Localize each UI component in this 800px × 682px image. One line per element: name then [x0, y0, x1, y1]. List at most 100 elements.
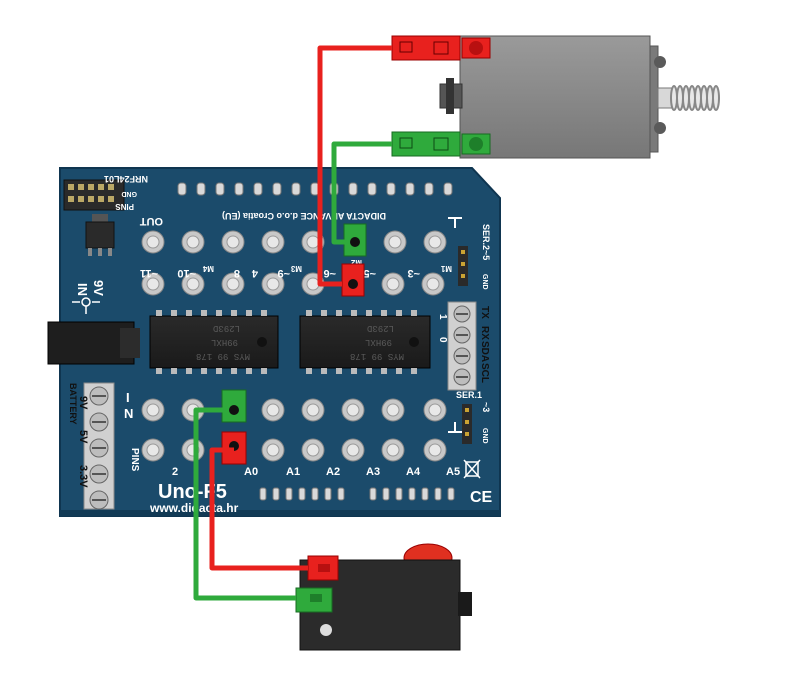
analog-pin-label: A4 [406, 466, 421, 478]
header-pin [259, 487, 267, 501]
chip1-line2: 99HXL [211, 337, 238, 347]
out-pin-label: 8 [234, 267, 240, 279]
analog-pin-label: A0 [244, 466, 258, 478]
header-pin [285, 487, 293, 501]
ground-symbol-top [448, 217, 462, 228]
out-label: OUT [140, 215, 164, 227]
chip-pin [366, 310, 372, 316]
chip-pin [261, 368, 267, 374]
chip-pin [216, 368, 222, 374]
header-pin [395, 487, 403, 501]
chip-pin [321, 368, 327, 374]
battery-label: BATTERY [68, 383, 78, 425]
out-pin-label: ~6 [323, 267, 336, 279]
chip-pin [231, 368, 237, 374]
m4-label: M4 [202, 264, 214, 273]
green-wire-switch [193, 407, 296, 601]
spring-icon [670, 85, 720, 111]
pad-hole [266, 403, 280, 417]
switch-green-connector [295, 587, 333, 613]
pin-zero-label: 0 [437, 337, 448, 343]
ser1-pin-label: ~3 [481, 402, 491, 412]
header-pin [324, 487, 332, 501]
header-pin [367, 182, 377, 196]
chip-pin [261, 310, 267, 316]
board-red-connector-out [341, 263, 365, 297]
pad-hole [146, 235, 160, 249]
analog-pin-label: A3 [366, 466, 380, 478]
chip-pin [321, 310, 327, 316]
out-pads-top-row [141, 230, 447, 254]
header-pin [337, 487, 345, 501]
gnd-top-label: GND [121, 190, 137, 197]
ser2-header-pins [458, 246, 468, 286]
chip-pin [336, 368, 342, 374]
pad-hole [226, 235, 240, 249]
pad-hole [428, 443, 442, 457]
out-pin-label: ~11 [140, 267, 158, 279]
out-pin-label: ~10 [177, 267, 196, 279]
header-pin [253, 182, 263, 196]
ser2-label: SER.2 [481, 224, 491, 250]
chip-pin [171, 368, 177, 374]
chip-pin [306, 368, 312, 374]
top-header-pins [177, 182, 453, 196]
chip-pin [381, 368, 387, 374]
pad-hole [428, 235, 442, 249]
pad-hole [186, 235, 200, 249]
header-pin [405, 182, 415, 196]
pad-hole [426, 277, 440, 291]
analog-pin-label: A1 [286, 466, 300, 478]
chip-pin [186, 368, 192, 374]
chip-pin [351, 310, 357, 316]
out-pin-label: ~5 [363, 267, 376, 279]
chip-pin [156, 310, 162, 316]
header-pin [234, 182, 244, 196]
ce-mark: CE [470, 489, 493, 506]
uno-f5-board [59, 167, 501, 517]
dc-jack [47, 321, 140, 365]
header-pin [348, 182, 358, 196]
actuator-green-connector [391, 131, 491, 157]
chip2-line1: L293D [367, 323, 394, 333]
chip-pin [396, 368, 402, 374]
pins-side-label: PINS [129, 448, 140, 472]
header-pin [196, 182, 206, 196]
chip-pin [246, 310, 252, 316]
nrf24l01-header [63, 179, 125, 211]
chip2-line3: MYS 99 178 [350, 351, 404, 361]
pad-hole [306, 403, 320, 417]
pad-hole [306, 277, 320, 291]
chip-pin [171, 310, 177, 316]
board-green-connector-in [221, 389, 247, 423]
header-pin [215, 182, 225, 196]
spring-coil [712, 85, 720, 111]
pad-hole [186, 277, 200, 291]
chip-pin [411, 310, 417, 316]
red-wire-switch [209, 447, 308, 571]
analog-pin-label: 2 [172, 466, 178, 478]
polarity-icon [72, 297, 100, 314]
pad-hole [146, 403, 160, 417]
header-pin [382, 487, 390, 501]
green-wire-actuator [331, 141, 392, 245]
pad-hole [428, 403, 442, 417]
header-pin [291, 182, 301, 196]
nrf-label: NRF24L01 [104, 174, 148, 184]
pad-hole [266, 235, 280, 249]
nine-v-label: 9V [77, 396, 89, 410]
red-wire-actuator [317, 45, 392, 287]
chip1-line1: L293D [213, 323, 240, 333]
header-pin [369, 487, 377, 501]
five-v-label: 5V [77, 430, 89, 444]
ser1-label: SER.1 [456, 390, 482, 400]
chip2-line2: 99HXL [365, 337, 392, 347]
gnd-right2-label: GND [481, 428, 488, 444]
header-pin [421, 487, 429, 501]
chip-pin [306, 310, 312, 316]
pad-hole [346, 403, 360, 417]
m2-label: M2 [350, 258, 362, 267]
pad-hole [226, 277, 240, 291]
header-pin [272, 487, 280, 501]
